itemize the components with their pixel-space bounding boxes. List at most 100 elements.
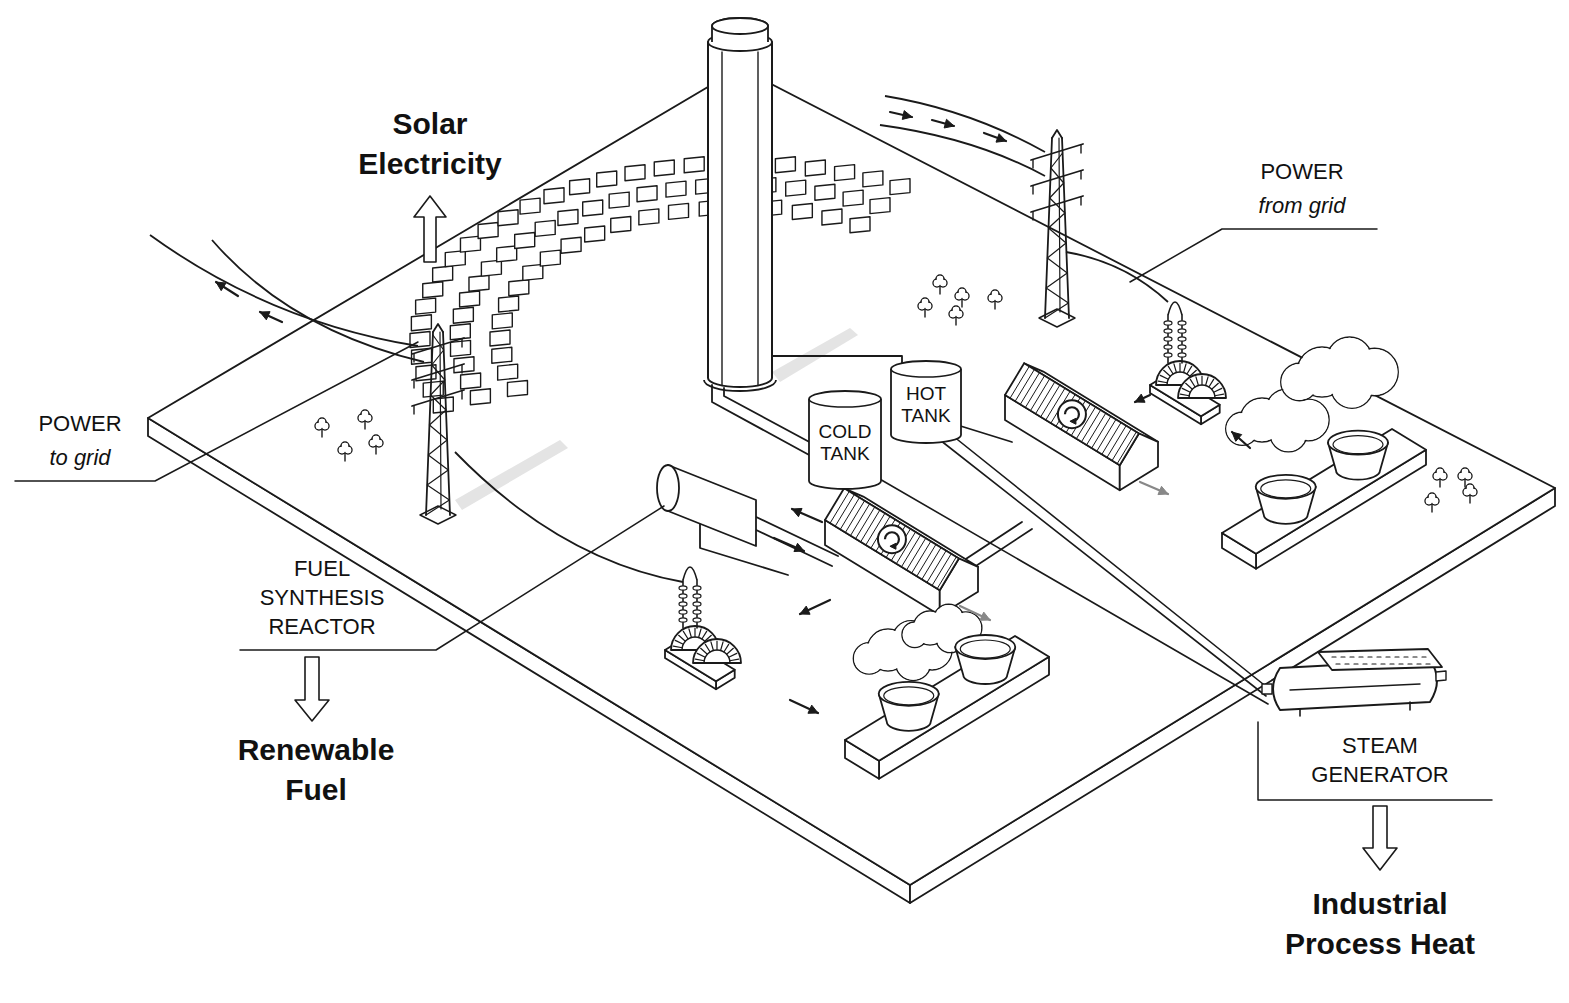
pylon-crossarm [412,390,464,406]
generator-hub [1189,385,1215,398]
insulator-disc [679,602,687,606]
heliostat-mirror [843,190,863,206]
flow-arrow [1135,395,1150,402]
heliostat-mirror [850,217,870,233]
platform-top [148,68,1555,885]
steam-generator-dots [1345,663,1349,664]
steam-cloud [854,643,884,673]
generator-fin [1180,394,1189,396]
tree-crown [319,419,325,425]
tree-crown [373,436,379,442]
insulator-disc [679,618,687,622]
steam-generator-dots [1354,663,1358,664]
heliostat-mirror [460,291,480,307]
arrow-head [216,282,226,291]
callout-label: POWER [1227,157,1377,186]
turbine-symbol [1065,407,1079,421]
flow-arrow [960,606,990,620]
steam-generator-dots [1426,663,1430,664]
cooling-bowl-rim [1328,431,1388,455]
steam-generator-dots [1386,656,1390,657]
steam-generator-dots [1417,663,1421,664]
generator-fin [711,642,713,651]
heliostat-mirror [654,160,674,176]
generator-fin [1201,376,1202,385]
callout-label: from grid [1227,191,1377,220]
turbine-house-roof [1005,363,1139,465]
tree-crown [992,291,998,297]
heliostat-mirror [478,222,498,238]
generator-fin [697,653,705,657]
generator-fin [1158,381,1167,383]
leader-line [240,506,664,650]
insulator-disc [693,610,701,614]
steam-generator-dots [1372,663,1376,664]
arrow-head [260,312,270,320]
generator-fin [694,628,695,637]
insulator-disc [1178,345,1186,349]
steam-generator-dots [1422,656,1426,657]
pylon-lattice [426,335,449,515]
insulator-disc [1164,321,1172,325]
heliostat-mirror [450,324,470,340]
generator-fin [729,653,737,657]
steam-generator-dots [1350,656,1354,657]
insulator-disc [693,602,701,606]
pylon-peak [433,324,443,332]
cooling-base [1222,429,1426,554]
heliostat-mirror [453,307,473,323]
generator-fin [1212,383,1219,389]
insulator-disc [1178,337,1186,341]
turbine-symbol [878,525,906,553]
heliostat-mirror [597,171,617,187]
steam-generator-leg [1299,709,1301,716]
turbine-symbol [885,532,899,546]
heliostat-mirror [507,380,527,396]
pylon-crossarm [1031,144,1083,160]
heliostat-mirror [558,210,578,226]
heliostat-mirror [585,226,605,242]
insulator-disc [1164,345,1172,349]
generator-fin [1214,388,1222,392]
pylon-insulator [461,365,462,373]
generator-fin [1209,379,1214,387]
tree-crown [959,289,965,295]
heliostat-mirror [863,171,883,187]
steam-generator-dots [1408,663,1412,664]
pylon-insulator [461,339,462,347]
power-line [1066,252,1168,302]
generator-disc [1156,361,1204,385]
generator-fin [683,631,688,639]
callout-label: FUEL SYNTHESIS REACTOR [247,554,397,641]
heliostat-mirror [637,186,657,202]
pylon-insulator [1032,186,1033,194]
arrow-head [980,612,990,620]
steam-cloud [903,623,927,647]
pylon-peak [1052,130,1062,138]
flow-arrow [790,700,818,713]
generator-hub [704,650,730,663]
heliostat-mirror [498,364,518,380]
pylon-shadow [455,440,568,510]
heliostat-mirror [625,165,645,181]
tank-top [891,369,961,377]
pylon-insulator [1080,197,1081,205]
flow-arrow [1140,482,1168,494]
tree-crown [937,276,943,282]
tower-cap [712,18,768,34]
heliostat-mirror [835,165,855,181]
steam-cloud [896,646,930,680]
steam-generator-hood [1318,649,1442,670]
generator-fin [1174,364,1176,373]
steam-generator-dots [1363,663,1367,664]
pylon-leg [440,332,441,509]
heliostat-mirror [544,188,564,204]
arrow-head [902,111,912,120]
steam-generator-dots [1368,656,1372,657]
generator-fin [1179,363,1180,372]
tree-crown [953,307,959,313]
cooling-bowl-water [884,687,934,705]
cooling-bowl-rim [955,635,1015,659]
leader-line [1258,722,1492,800]
